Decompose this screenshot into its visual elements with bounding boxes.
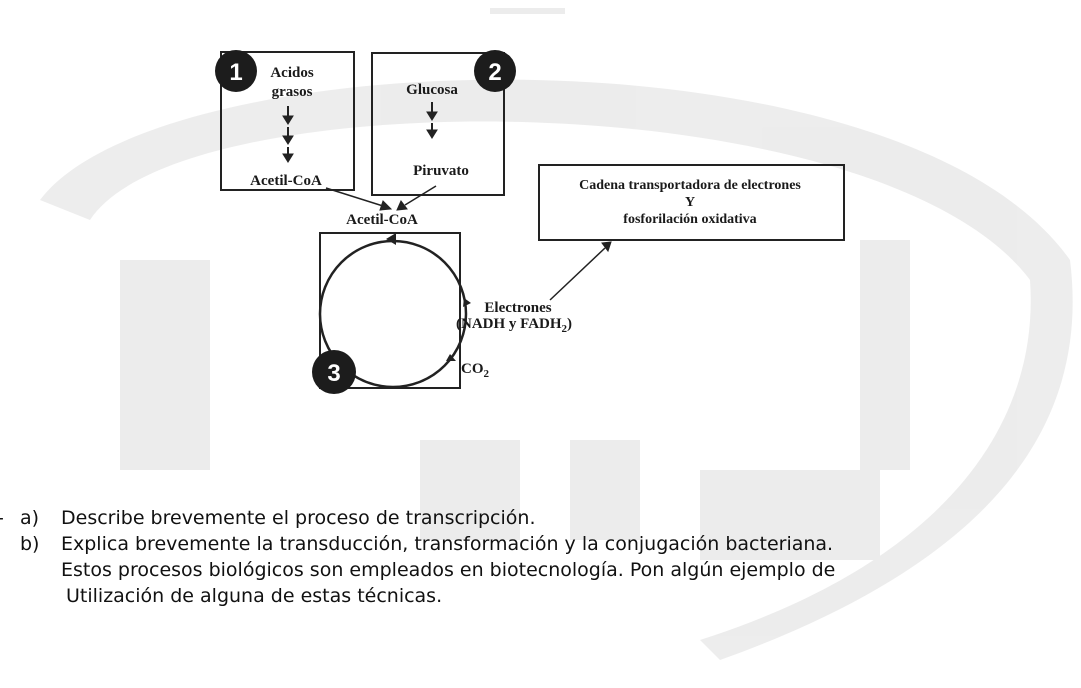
chain-line-1: Cadena transportadora de electrones	[579, 178, 801, 193]
cycle-co2-arrow	[446, 354, 456, 361]
electrons-carriers: (NADH y FADH2)	[456, 316, 572, 335]
box2-pyruvate: Piruvato	[413, 163, 469, 179]
electrons-to-chain-arrow	[549, 241, 612, 301]
chain-line-3: fosforilación oxidativa	[623, 212, 756, 227]
svg-text:1: 1	[229, 59, 242, 86]
cycle-entry-arrow	[386, 233, 396, 245]
arrow-chain-2	[426, 102, 438, 139]
cycle-electron-arrow	[463, 298, 471, 307]
svg-text:3: 3	[327, 360, 340, 387]
chain-line-2: Y	[685, 195, 695, 210]
question-b-line-2: Estos procesos biológicos son empleados …	[61, 559, 836, 581]
box1-line-2: grasos	[272, 84, 313, 100]
arrow-chain-1	[282, 106, 294, 163]
electron-chain-box	[538, 164, 845, 241]
box1-line-1: Acidos	[270, 65, 314, 81]
question-a-text: Describe brevemente el proceso de transc…	[61, 507, 536, 529]
question-b-line-3: Utilización de alguna de estas técnicas.	[66, 585, 443, 607]
fatty-acids-box	[220, 51, 355, 191]
box1-acetyl-coa: Acetil-CoA	[250, 173, 322, 189]
svg-text:2: 2	[488, 59, 501, 86]
question-a-marker: a)	[20, 507, 40, 529]
electrons-label: Electrones	[484, 300, 551, 316]
metabolism-diagram: Acidos grasos Acetil-CoA Glucosa Piruvat…	[215, 50, 845, 394]
co2-label: CO2	[461, 361, 490, 380]
question-dash: -	[0, 505, 4, 531]
box2-glucose: Glucosa	[406, 82, 458, 98]
badge-1: 1	[215, 50, 257, 92]
converge-arrows	[325, 185, 437, 211]
badge-3: 3	[312, 350, 356, 394]
center-acetyl-coa: Acetil-CoA	[346, 212, 418, 228]
question-b-line-1: Explica brevemente la transducción, tran…	[61, 533, 834, 555]
glucose-box	[371, 52, 505, 196]
question-b-marker: b)	[20, 533, 40, 555]
badge-2: 2	[474, 50, 516, 92]
